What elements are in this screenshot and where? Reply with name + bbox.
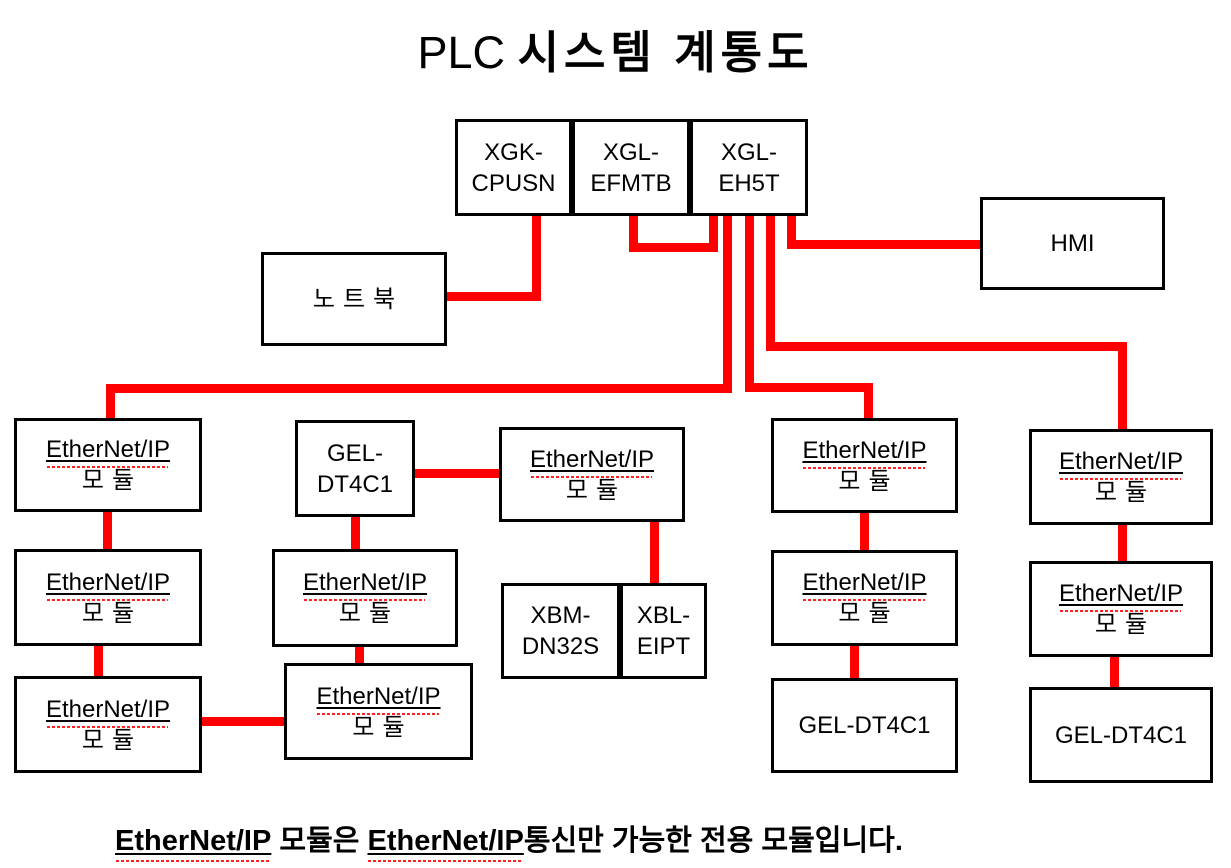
- node-gel-dt4c1-top: GEL- DT4C1: [295, 420, 415, 517]
- node-xbm-dn32s: XBM- DN32S: [501, 583, 620, 679]
- wire-e1-e2: [1118, 525, 1127, 561]
- module-label: 모듈: [352, 713, 413, 741]
- gel-label-line1: GEL-: [326, 439, 383, 467]
- wire-d2-gel3: [850, 646, 859, 678]
- gel-label-line2: DT4C1: [316, 470, 394, 498]
- hmi-label: HMI: [1050, 230, 1095, 257]
- module-label: 모듈: [1094, 479, 1156, 506]
- ethernet-ip-label: EtherNet/IP: [316, 682, 441, 710]
- node-xgl-efmtb: XGL- EFMTB: [572, 119, 690, 216]
- node-eip-module-d1: EtherNet/IP 모듈: [771, 418, 958, 513]
- gel-dt4c1-label: GEL-DT4C1: [1054, 721, 1188, 749]
- module-label: 모듈: [838, 467, 899, 495]
- wire-hmi-v: [787, 216, 796, 249]
- xgk-label-line2: CPUSN: [471, 169, 556, 197]
- ethernet-ip-label: EtherNet/IP: [302, 569, 428, 596]
- caption-ethernet-ip-2: EtherNet/IP: [367, 825, 524, 857]
- title-plc: PLC: [417, 27, 518, 78]
- wire-d1-d2: [860, 513, 869, 550]
- wire-notebook-h: [447, 292, 541, 301]
- wire-e2-gel4: [1110, 657, 1119, 687]
- xbm-label-line1: XBM-: [530, 602, 591, 629]
- xgk-label-line1: XGK-: [484, 138, 543, 166]
- footnote: EtherNet/IP 모듈은 EtherNet/IP통신만 가능한 전용 모듈…: [115, 817, 903, 859]
- ethernet-ip-label: EtherNet/IP: [45, 568, 171, 596]
- ethernet-ip-label: EtherNet/IP: [45, 695, 171, 723]
- notebook-label: 노트북: [312, 285, 404, 313]
- ethernet-ip-label: EtherNet/IP: [1058, 448, 1184, 475]
- efmtb-label-line1: XGL-: [602, 138, 659, 166]
- wire-col3-v1: [745, 216, 754, 392]
- wire-col3-drop: [864, 383, 873, 418]
- ethernet-ip-label: EtherNet/IP: [802, 569, 927, 596]
- node-xgl-eh5t: XGL- EH5T: [690, 119, 808, 216]
- wire-a3-b3-h: [202, 717, 284, 726]
- module-label: 모듈: [1094, 611, 1156, 638]
- eh5t-label-line1: XGL-: [720, 138, 777, 166]
- node-gel-dt4c1-col3: GEL-DT4C1: [771, 678, 958, 773]
- eh5t-label-line2: EH5T: [718, 169, 780, 197]
- node-gel-dt4c1-col4: GEL-DT4C1: [1029, 687, 1213, 783]
- module-label: 모듈: [565, 476, 627, 504]
- wire-a1-a2: [103, 512, 112, 549]
- wire-hmi-h: [787, 240, 980, 249]
- xbl-label-line1: XBL-: [636, 602, 691, 629]
- node-xgk-cpusn: XGK- CPUSN: [455, 119, 572, 216]
- wire-col4-v1: [766, 216, 775, 351]
- caption-ethernet-ip-1: EtherNet/IP: [115, 825, 272, 857]
- title-korean: 시스템 계통도: [517, 27, 814, 78]
- node-eip-module-a1: EtherNet/IP 모듈: [14, 418, 202, 512]
- node-eip-module-d2: EtherNet/IP 모듈: [771, 550, 958, 646]
- wire-col4-drop: [1118, 342, 1127, 429]
- gel-dt4c1-label: GEL-DT4C1: [798, 712, 931, 739]
- ethernet-ip-label: EtherNet/IP: [802, 436, 927, 464]
- node-xbl-eipt: XBL- EIPT: [620, 583, 707, 679]
- ethernet-ip-label: EtherNet/IP: [45, 436, 171, 463]
- node-eip-module-a2: EtherNet/IP 모듈: [14, 549, 202, 646]
- xbl-label-line2: EIPT: [636, 633, 691, 660]
- wire-bus-left-drop: [106, 384, 115, 418]
- node-eip-module-e2: EtherNet/IP 모듈: [1029, 561, 1213, 657]
- wire-bus-left-h: [106, 384, 732, 393]
- caption-mid: 모듈은: [271, 825, 368, 857]
- node-notebook: 노트북: [261, 252, 447, 346]
- module-label: 모듈: [838, 600, 899, 627]
- wire-a2-a3: [94, 646, 103, 676]
- wire-col4-h: [766, 342, 1127, 351]
- efmtb-label-line2: EFMTB: [590, 169, 672, 197]
- wire-efmtb-up: [709, 216, 718, 252]
- wire-efmtb-h: [629, 243, 718, 252]
- wire-gel-to-center: [415, 469, 499, 478]
- wire-notebook-v: [532, 216, 541, 301]
- module-label: 모듈: [81, 467, 143, 494]
- wire-efmtb-down: [629, 216, 638, 252]
- node-eip-module-b2: EtherNet/IP 모듈: [272, 549, 458, 647]
- node-eip-module-b3: EtherNet/IP 모듈: [284, 663, 473, 760]
- node-eip-module-center: EtherNet/IP 모듈: [499, 427, 685, 522]
- xbm-label-line2: DN32S: [521, 633, 600, 660]
- ethernet-ip-label: EtherNet/IP: [529, 445, 655, 473]
- module-label: 모듈: [81, 599, 143, 627]
- node-eip-module-a3: EtherNet/IP 모듈: [14, 676, 202, 773]
- caption-tail: 통신만 가능한 전용 모듈입니다.: [523, 825, 903, 857]
- page-title: PLC 시스템 계통도: [0, 16, 1231, 81]
- wire-bus-left-v1: [723, 216, 732, 393]
- wire-b2-b3: [355, 647, 364, 663]
- node-eip-module-e1: EtherNet/IP 모듈: [1029, 429, 1213, 525]
- wire-center-to-xbl: [650, 522, 659, 583]
- wire-col3-h: [745, 383, 873, 392]
- ethernet-ip-label: EtherNet/IP: [1058, 580, 1184, 607]
- wire-gel-b2: [351, 517, 360, 549]
- module-label: 모듈: [338, 600, 400, 627]
- node-hmi: HMI: [980, 197, 1165, 290]
- module-label: 모듈: [81, 726, 143, 754]
